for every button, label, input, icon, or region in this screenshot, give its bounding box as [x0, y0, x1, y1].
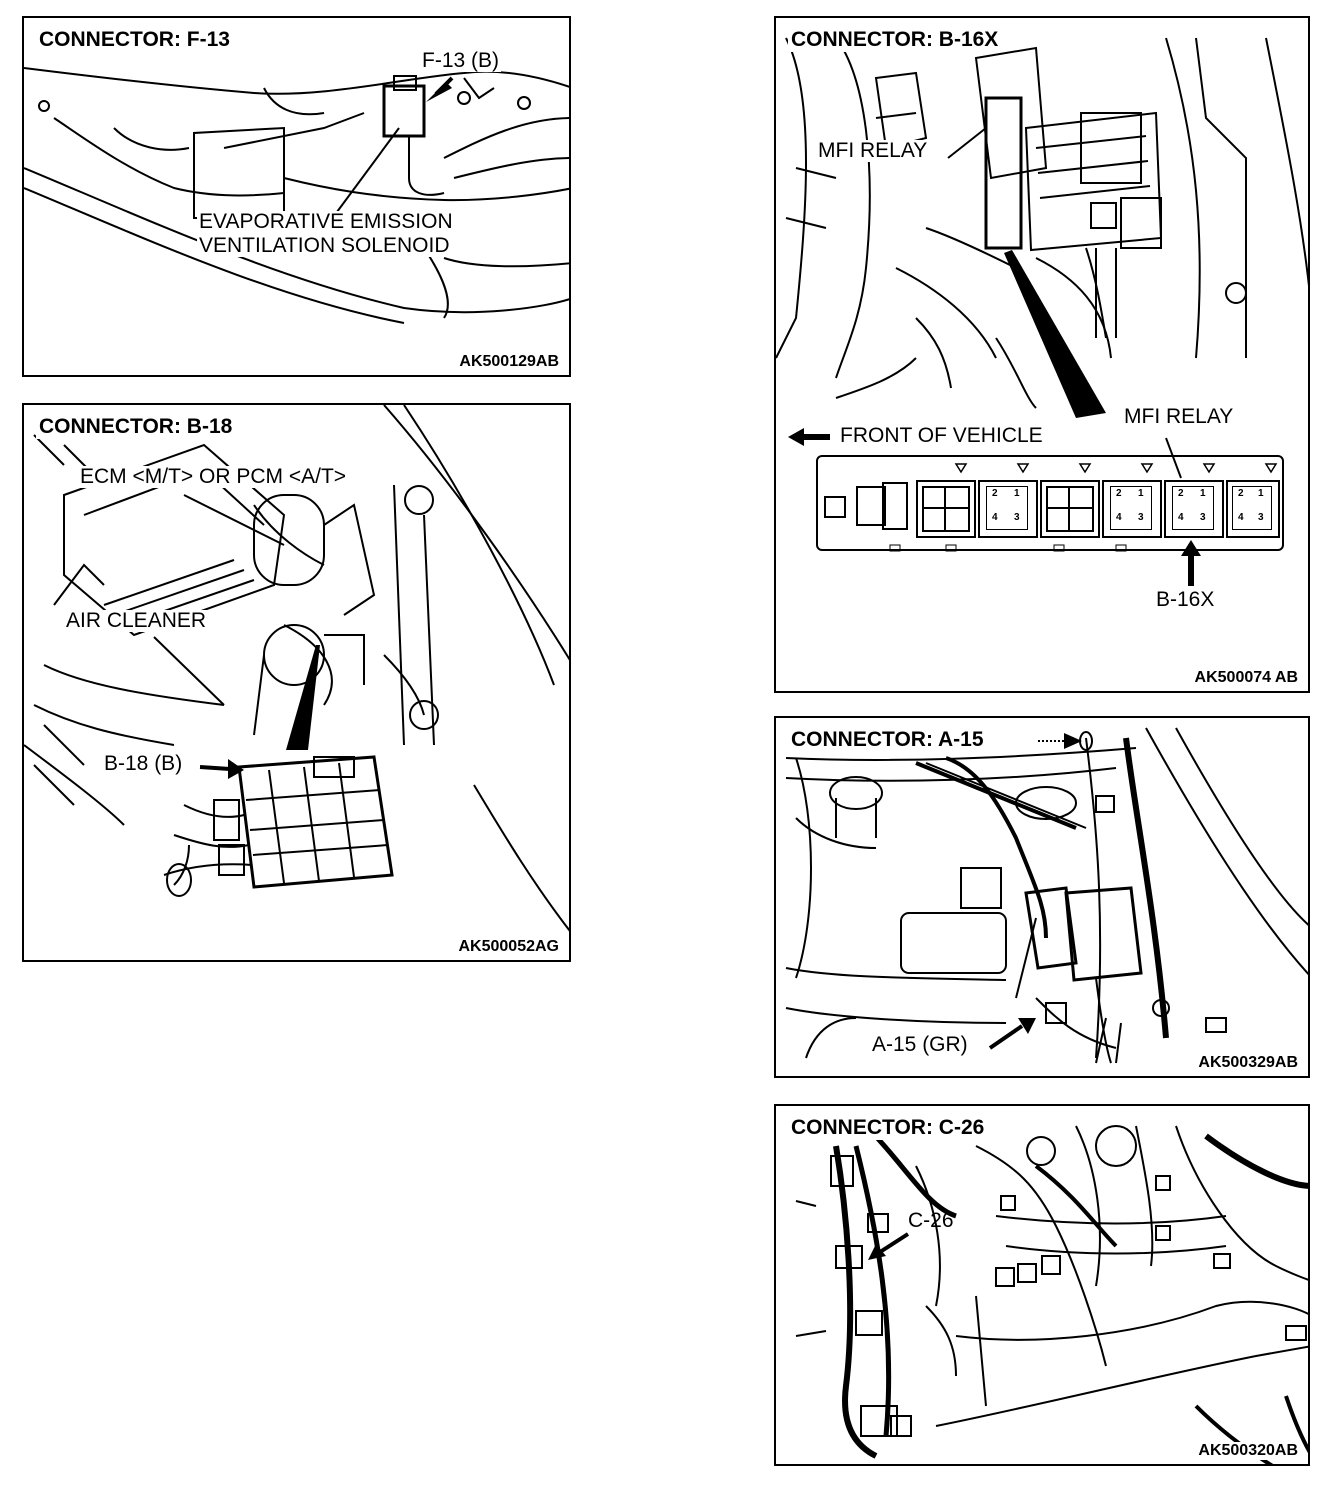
pin-label: 1 [1258, 488, 1264, 499]
b18-ecm-label: ECM <M/T> OR PCM <A/T> [78, 465, 349, 489]
pin-label: 3 [1200, 512, 1206, 523]
f13-component-label-line2: VENTILATION SOLENOID [197, 234, 452, 258]
arrow-icon [1038, 730, 1098, 752]
panel-connector-a15: CONNECTOR: A-15 A-15 (GR) AK500329AB [774, 716, 1310, 1078]
arrow-icon [988, 1016, 1040, 1052]
pin-label: 3 [1258, 512, 1264, 523]
relay-box-clip [882, 482, 908, 530]
b18-connector-label: B-18 (B) [104, 752, 183, 775]
panel-title: CONNECTOR: B-18 [36, 415, 236, 439]
f13-component-label-line1: EVAPORATIVE EMISSION [197, 210, 455, 234]
pin-label: 3 [1138, 512, 1144, 523]
b16x-front-of-vehicle-label: FRONT OF VEHICLE [840, 424, 1043, 447]
b16x-mfi-relay-label-bottom: MFI RELAY [1124, 405, 1234, 428]
a15-connector-label: A-15 (GR) [872, 1033, 968, 1056]
pin-label: 3 [1014, 512, 1020, 523]
panel-title: CONNECTOR: C-26 [788, 1116, 988, 1140]
pin-label: 4 [992, 512, 998, 523]
pin-label: 2 [992, 488, 998, 499]
pin-label: 2 [1238, 488, 1244, 499]
panel-connector-b18: CONNECTOR: B-18 ECM <M/T> OR PCM <A/T> A… [22, 403, 571, 962]
a15-engine-illustration [785, 727, 1308, 1064]
relay-slot-numbered: 2 1 4 3 [1226, 480, 1280, 538]
relay-slot-mfi-relay: 2 1 4 3 [1164, 480, 1224, 538]
b16x-relay-box-illustration [776, 37, 1308, 409]
arrow-up-icon [1180, 540, 1202, 586]
figure-code: AK500129AB [457, 353, 561, 371]
f13-connector-label: F-13 (B) [420, 49, 502, 73]
figure-code: AK500074 AB [1192, 669, 1300, 687]
pin-label: 1 [1200, 488, 1206, 499]
panel-title: CONNECTOR: A-15 [788, 728, 987, 752]
relay-slot-markers [889, 463, 1278, 552]
b16x-mfi-relay-label-top: MFI RELAY [816, 139, 930, 163]
b18-air-cleaner-label: AIR CLEANER [64, 609, 209, 633]
pin-label: 4 [1238, 512, 1244, 523]
relay-box [816, 455, 1284, 551]
relay-slot-numbered: 2 1 4 3 [1102, 480, 1162, 538]
relay-slot [1040, 480, 1100, 538]
pin-label: 4 [1178, 512, 1184, 523]
pin-label: 4 [1116, 512, 1122, 523]
panel-connector-c26: CONNECTOR: C-26 C-26 AK500320AB [774, 1104, 1310, 1466]
b18-leader-lines [153, 494, 320, 779]
panel-connector-b16x: CONNECTOR: B-16X MFI RELAY MFI RELAY FRO… [774, 16, 1310, 693]
c26-connector-label: C-26 [908, 1209, 954, 1232]
b16x-leader-lines [947, 127, 1182, 479]
pin-label: 1 [1014, 488, 1020, 499]
arrow-left-icon [788, 426, 832, 448]
pin-label: 2 [1178, 488, 1184, 499]
panel-title: CONNECTOR: F-13 [36, 28, 233, 52]
panel-title: CONNECTOR: B-16X [788, 28, 1002, 52]
panel-connector-f13: CONNECTOR: F-13 F-13 (B) EVAPORATIVE EMI… [22, 16, 571, 377]
figure-code: AK500320AB [1196, 1442, 1300, 1460]
figure-code: AK500329AB [1196, 1054, 1300, 1072]
pin-label: 1 [1138, 488, 1144, 499]
f13-leader-lines [333, 76, 454, 217]
relay-box-clip [856, 486, 886, 526]
relay-box-square [824, 496, 846, 518]
arrow-icon [228, 759, 244, 779]
relay-slot-numbered: 2 1 4 3 [978, 480, 1038, 538]
arrow-icon [864, 1230, 910, 1262]
pin-label: 2 [1116, 488, 1122, 499]
figure-code: AK500052AG [456, 938, 561, 956]
relay-slot [916, 480, 976, 538]
f13-engine-illustration [24, 67, 569, 324]
c26-harness-illustration [795, 1124, 1308, 1464]
b16x-connector-label: B-16X [1156, 588, 1215, 611]
